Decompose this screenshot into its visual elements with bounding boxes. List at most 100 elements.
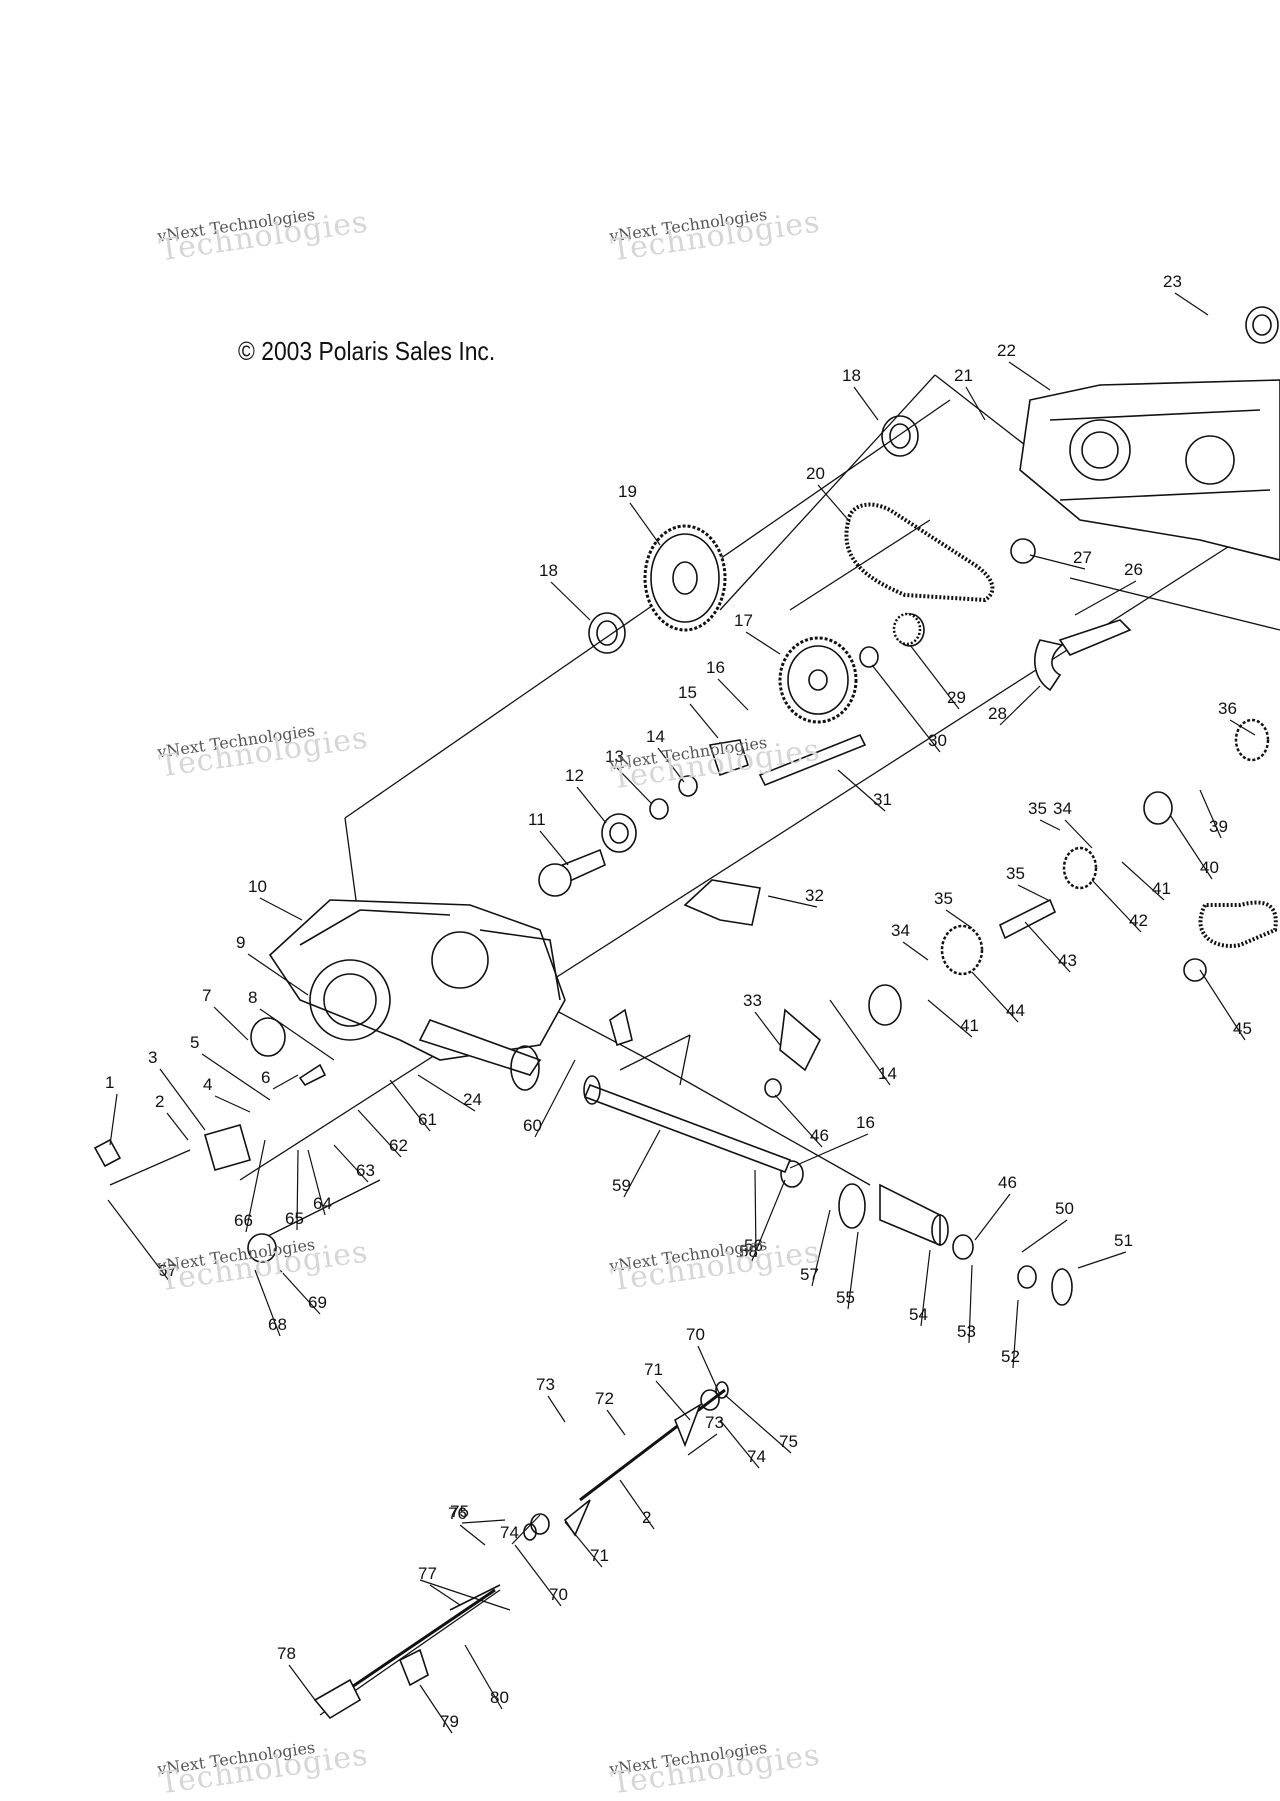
part-number-label: 5 [190,1033,199,1052]
part-number-label: 40 [1200,858,1219,877]
leader-line [429,1584,461,1606]
part-number-label: 1 [105,1073,114,1092]
part-number-label: 29 [947,688,966,707]
leader-line [333,1144,369,1183]
shaft-11 [538,848,606,897]
part-number-label: 67 [158,1261,177,1280]
shift-drum [313,1584,501,1720]
part-number-label: 30 [928,731,947,750]
leader-line [547,1395,566,1423]
part-number-label: 56 [744,1236,763,1255]
gear-44 [940,924,984,976]
part-number-label: 58 [739,1242,758,1261]
leader-line [1077,1251,1127,1269]
leader-line [1229,719,1256,736]
part-number-label: 33 [743,991,762,1010]
part-number-label: 41 [960,1016,979,1035]
part-number-label: 18 [842,366,861,385]
part-number-label: 46 [998,1173,1017,1192]
plate-33 [779,1008,821,1072]
part-number-label: 22 [997,341,1016,360]
part-number-label: 11 [528,810,546,829]
part-number-label: 50 [1055,1199,1074,1218]
leader-line [829,999,891,1086]
part-number-label: 53 [957,1322,976,1341]
part-number-label: 46 [810,1126,829,1145]
leader-line [159,1068,206,1131]
leader-line [657,747,685,783]
part-number-label: 4 [203,1075,212,1094]
part-number-label: 43 [1058,951,1077,970]
shaft-43 [998,898,1057,940]
leader-line [1169,814,1213,880]
leader-line [357,1109,402,1158]
leader-line [1039,819,1061,831]
leader-line [576,786,607,824]
leader-line [811,1209,831,1287]
part-number-label: 62 [389,1136,408,1155]
leader-line [259,1008,335,1061]
part-number-label: 35 [1006,864,1025,883]
part-number-label: 3 [148,1048,157,1067]
leader-line [902,941,929,961]
part-number-label: 12 [565,766,584,785]
part-number-label: 68 [268,1315,287,1334]
part-number-label: 32 [805,886,824,905]
part-number-label: 18 [539,561,558,580]
part-number-label: 16 [706,658,725,677]
leader-line [697,1345,721,1396]
part-number-label: 76 [448,1504,467,1523]
leader-line [754,1011,781,1046]
leader-line [288,1664,316,1701]
part-number-label: 34 [891,921,910,940]
part-number-label: 21 [954,366,973,385]
part-number-label: 8 [248,988,257,1007]
part-number-label: 14 [878,1064,897,1083]
leader-line [1174,292,1209,316]
leader-line [750,1179,786,1264]
part-number-label: 70 [549,1585,568,1604]
part-number-label: 14 [646,727,665,746]
part-number-label: 44 [1006,1001,1025,1020]
part-number-label: 28 [988,704,1007,723]
part-number-label: 42 [1129,911,1148,930]
leader-line [853,386,879,421]
part-number-label: 7 [202,986,211,1005]
part-number-label: 2 [155,1092,164,1111]
part-number-label: 71 [590,1546,609,1565]
gear-19 [643,524,727,632]
part-number-label: 15 [678,683,697,702]
part-number-label: 36 [1218,699,1237,718]
bearings [250,306,1279,1306]
leader-line [974,1193,1011,1241]
part-number-label: 75 [779,1432,798,1451]
shift-linkage [93,1063,327,1263]
leader-line [1074,580,1137,616]
part-number-label: 27 [1073,548,1092,567]
leader-line [564,1521,603,1568]
leader-line [616,767,653,805]
part-number-label: 13 [605,747,624,766]
gearcase-cover [1019,379,1280,561]
bracket-28 [1034,639,1064,692]
shaft-31 [758,733,867,787]
leader-line [461,1519,506,1524]
gear-17 [778,636,858,724]
leader-line [965,386,986,421]
part-number-label: 70 [686,1325,705,1344]
leader-line [629,502,661,546]
part-number-label: 6 [261,1068,270,1087]
part-number-label: 61 [418,1110,437,1129]
leader-line [272,1074,299,1090]
part-number-label: 80 [490,1688,509,1707]
hub-40 [1143,791,1173,825]
leader-line [279,1269,321,1315]
leader-line [719,1419,760,1469]
leader-line [724,1394,792,1454]
leader-line [619,1479,655,1530]
leader-line [837,769,886,812]
part-number-label: 2 [642,1508,651,1527]
part-number-label: 51 [1114,1231,1133,1250]
shaft-59 [583,1075,792,1174]
part-number-label: 73 [705,1413,724,1432]
